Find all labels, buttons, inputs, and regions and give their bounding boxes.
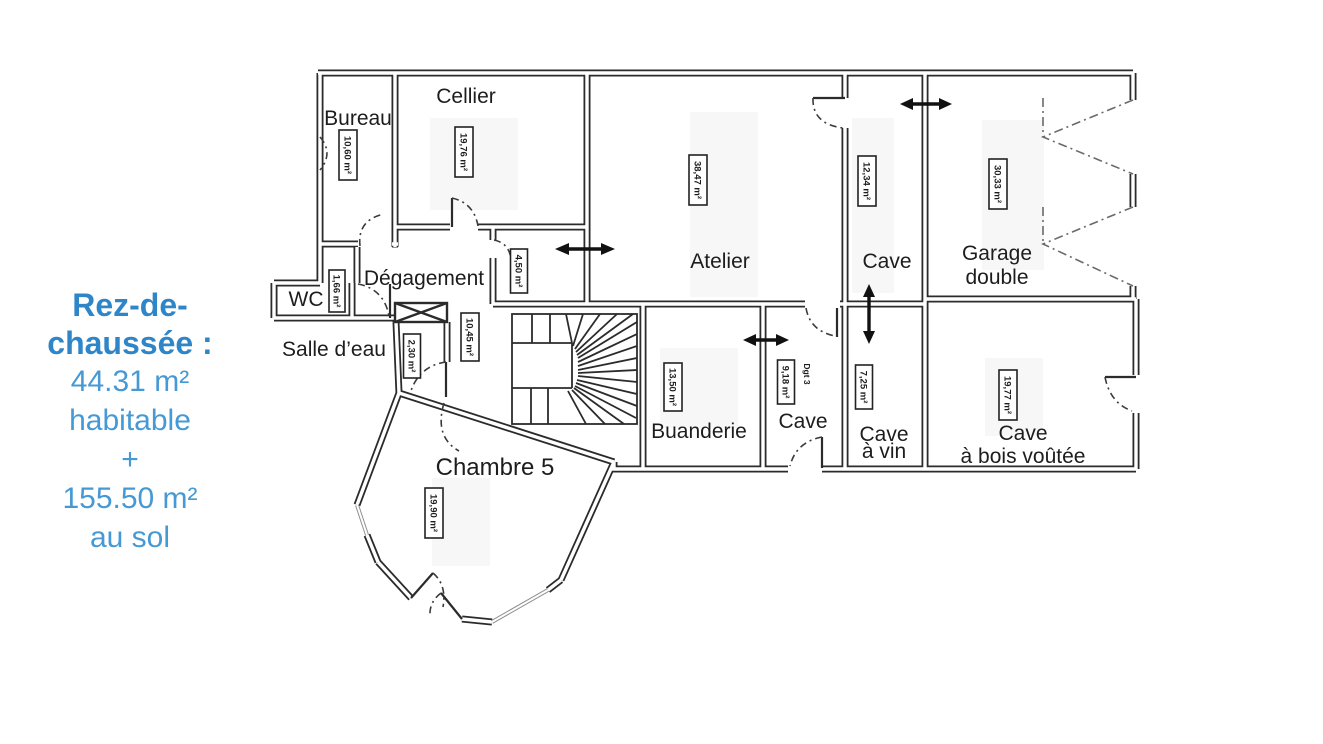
svg-text:1,66 m²: 1,66 m² [331, 275, 342, 308]
label-atelier: Atelier [690, 250, 750, 273]
summary-ground-area: 155.50 m² [62, 482, 198, 515]
svg-text:10,60 m²: 10,60 m² [342, 136, 353, 174]
passage-arrow-cave-garage [900, 98, 952, 110]
area-badge-buanderie: 13,50 m² [663, 362, 683, 412]
passage-arrow-cave-cavevin [863, 284, 875, 344]
label-cave-bois-1: Cave [998, 422, 1047, 445]
staircase [511, 313, 638, 425]
label-cave-vin-1: Cave [859, 423, 908, 446]
label-cave-bas: Cave [778, 410, 827, 433]
svg-text:19,77 m²: 19,77 m² [1002, 376, 1013, 414]
area-badge-garage: 30,33 m² [988, 158, 1008, 210]
label-degagement: Dégagement [364, 267, 484, 290]
label-cave-haut: Cave [862, 250, 911, 273]
svg-text:12,34 m²: 12,34 m² [861, 162, 872, 200]
label-cellier: Cellier [436, 85, 496, 108]
area-badge-atelier: 38,47 m² [688, 154, 708, 206]
door-leaves [388, 96, 1136, 620]
svg-text:38,47 m²: 38,47 m² [692, 161, 703, 199]
summary-title-line2: chaussée : [47, 325, 213, 361]
area-badge-bureau: 10,60 m² [338, 129, 358, 181]
label-buanderie: Buanderie [651, 420, 747, 443]
passage-arrow-buanderie-cave [743, 334, 789, 346]
svg-text:13,50 m²: 13,50 m² [667, 368, 678, 406]
area-badge-salle-eau: 2,30 m² [402, 333, 422, 379]
passage-arrow-sas-atelier [555, 243, 615, 255]
label-cave-vin-2: à vin [862, 440, 906, 463]
scan-artifact-patches [430, 112, 1044, 566]
garage-door-swings [1040, 98, 1134, 287]
label-cave-bois-2: à bois voûtée [961, 445, 1086, 468]
summary-habitable-area: 44.31 m² [70, 365, 190, 398]
floor-summary: Rez-de- chaussée : 44.31 m² habitable + … [24, 286, 236, 557]
door-swing-arcs [319, 97, 1133, 617]
label-chambre5: Chambre 5 [436, 454, 555, 481]
svg-text:30,33 m²: 30,33 m² [992, 165, 1003, 203]
duct-crossed-box [393, 301, 449, 324]
area-badge-chambre5: 19,90 m² [424, 487, 444, 539]
label-salle-eau: Salle d’eau [282, 338, 386, 361]
passage-arrows [555, 98, 952, 346]
area-badge-cave-bas: 9,18 m² [776, 359, 796, 405]
label-bureau: Bureau [324, 107, 392, 130]
label-wc: WC [289, 288, 324, 311]
svg-text:19,76 m²: 19,76 m² [458, 133, 469, 171]
svg-text:7,25 m²: 7,25 m² [858, 371, 869, 404]
svg-text:19,90 m²: 19,90 m² [428, 494, 439, 532]
summary-ground-label: au sol [89, 521, 171, 554]
area-badge-degagement: 10,45 m² [460, 312, 480, 362]
svg-text:2,30 m²: 2,30 m² [406, 340, 417, 373]
svg-text:9,18 m²: 9,18 m² [780, 366, 791, 399]
area-badge-cellier: 19,76 m² [454, 126, 474, 178]
area-badge-cave-bois: 19,77 m² [998, 369, 1018, 421]
note-dgt3: Dgt 3 [802, 363, 812, 385]
area-badge-sas: 4,50 m² [509, 248, 529, 294]
summary-habitable-label: habitable [69, 404, 191, 437]
room-name-labels: Bureau Cellier Atelier Cave Garage doubl… [282, 85, 1085, 481]
svg-text:4,50 m²: 4,50 m² [513, 255, 524, 288]
area-badge-cave-haut: 12,34 m² [857, 155, 877, 207]
summary-title-line1: Rez-de- [72, 287, 188, 323]
area-badge-wc: 1,66 m² [328, 269, 346, 313]
label-garage-1: Garage [962, 242, 1032, 265]
svg-text:10,45 m²: 10,45 m² [464, 318, 475, 356]
area-badge-cave-vin: 7,25 m² [854, 364, 874, 410]
label-garage-2: double [965, 266, 1028, 289]
svg-text:Dgt 3: Dgt 3 [802, 363, 812, 385]
summary-plus: + [121, 443, 139, 476]
area-badges: 10,60 m² 19,76 m² 38,47 m² 12,34 m² 30,3… [328, 126, 1018, 539]
